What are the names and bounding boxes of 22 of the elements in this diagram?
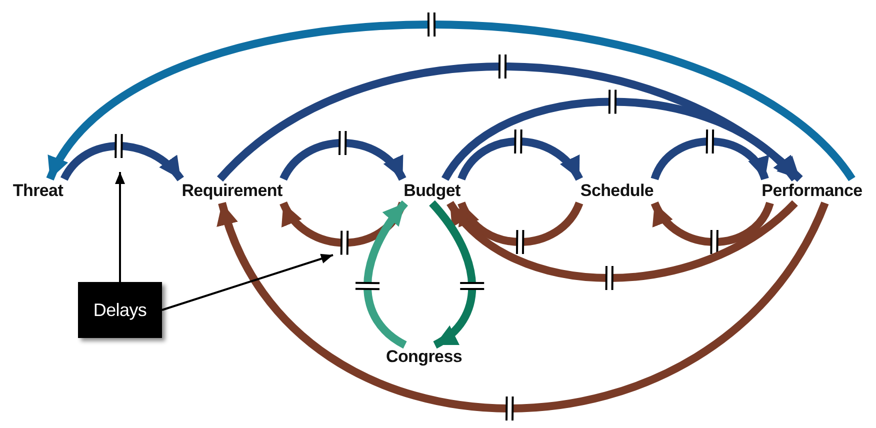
node-label: Budget xyxy=(402,179,462,203)
node-label: Congress xyxy=(385,345,463,369)
leader-line xyxy=(162,254,334,311)
curved-arrow xyxy=(458,201,583,246)
leader-line xyxy=(115,172,125,282)
curved-arrow xyxy=(60,142,184,182)
label-box: Delays xyxy=(78,282,162,338)
curved-arrow xyxy=(218,201,829,412)
curved-arrow xyxy=(442,98,798,182)
node-label: Schedule xyxy=(579,179,655,203)
curved-arrow xyxy=(280,139,406,182)
node-label: Performance xyxy=(760,179,864,203)
curved-arrow xyxy=(217,62,803,182)
curved-arrow xyxy=(458,138,583,182)
curved-arrow xyxy=(280,201,406,247)
curved-arrow xyxy=(650,138,769,181)
node-label: Requirement xyxy=(180,179,284,203)
node-label: Threat xyxy=(12,179,64,203)
curved-arrow xyxy=(651,201,774,246)
curved-arrow xyxy=(428,200,476,348)
curved-arrow xyxy=(46,20,855,182)
curved-arrow xyxy=(364,200,408,348)
